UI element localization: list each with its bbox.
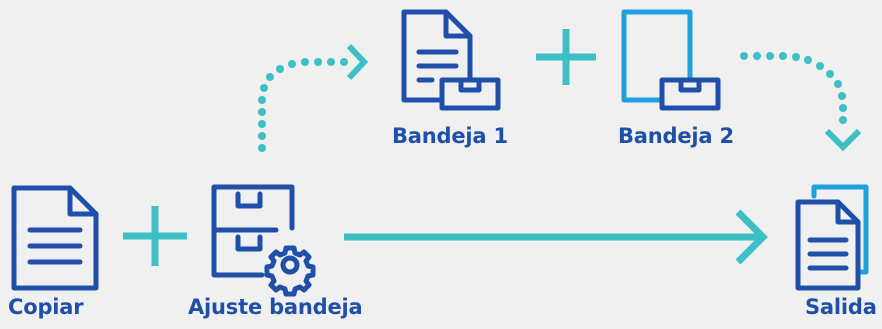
- output-label: Salida: [805, 295, 877, 319]
- tray2-label: Bandeja 2: [618, 124, 734, 148]
- dotted-arrow-to-tray1: [258, 43, 369, 152]
- flow-arrow-main: [344, 209, 768, 265]
- plus-icon: [123, 206, 187, 266]
- dotted-arrow-to-output: [740, 52, 862, 152]
- document-tray-icon: [401, 9, 501, 111]
- blank-page-tray-icon: [621, 9, 721, 111]
- tray-cabinet-gear-icon: [211, 184, 316, 297]
- copy-label: Copiar: [8, 295, 84, 319]
- tray1-label: Bandeja 1: [392, 124, 508, 148]
- plus-icon: [536, 29, 596, 85]
- stacked-documents-icon: [795, 184, 869, 291]
- document-icon: [11, 185, 99, 291]
- tray-setting-label: Ajuste bandeja: [188, 295, 363, 319]
